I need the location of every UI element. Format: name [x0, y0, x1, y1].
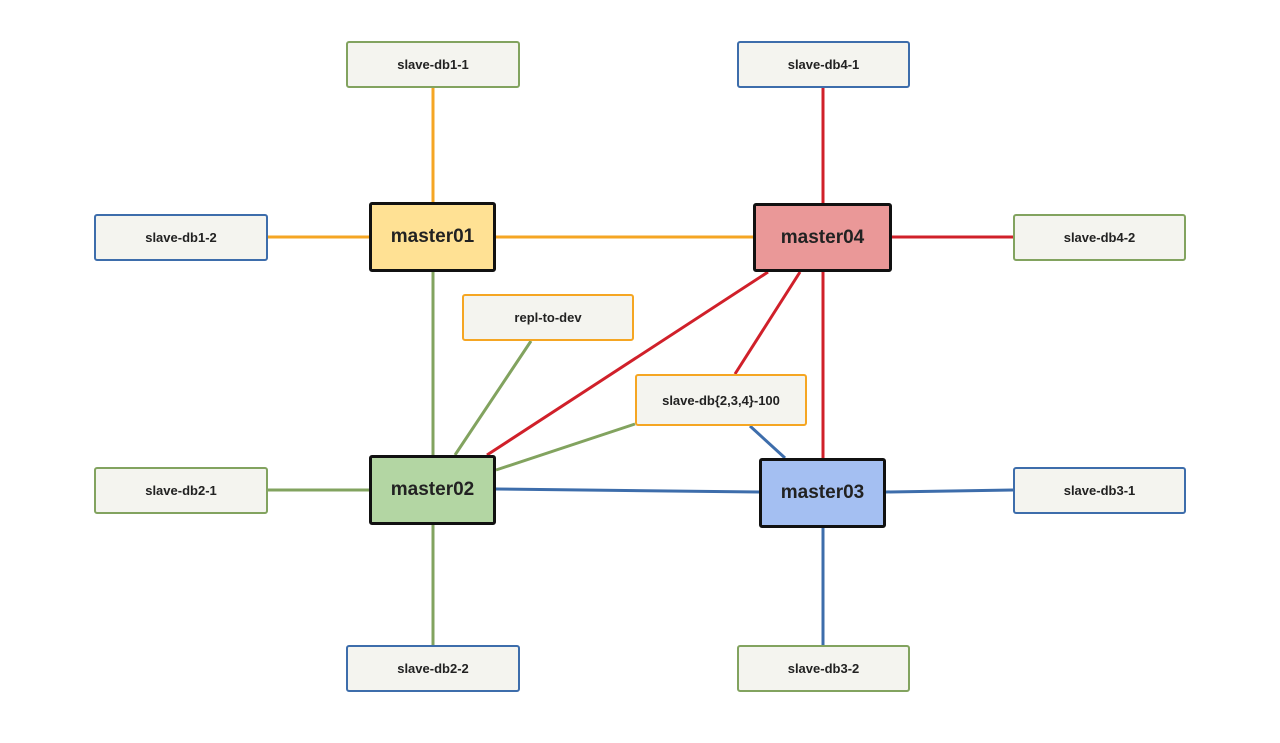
slave-db-100-label: slave-db{2,3,4}-100 — [662, 392, 780, 408]
slave-db2-2-label: slave-db2-2 — [397, 661, 469, 676]
slave-db1-1-label: slave-db1-1 — [397, 57, 469, 72]
slave-db-100-node[interactable]: slave-db{2,3,4}-100 — [635, 374, 807, 426]
slave-db2-1-node[interactable]: slave-db2-1 — [94, 467, 268, 514]
edge-master04-to-master02 — [486, 270, 769, 457]
slave-db3-1-node[interactable]: slave-db3-1 — [1013, 467, 1186, 514]
edge-master03-to-slave-db3-1 — [885, 488, 1014, 494]
edge-master04-to-slave-db-100 — [733, 271, 802, 375]
master01-node[interactable]: master01 — [369, 202, 496, 272]
master01-label: master01 — [390, 226, 475, 247]
slave-db3-2-node[interactable]: slave-db3-2 — [737, 645, 910, 692]
master02-label: master02 — [390, 479, 475, 500]
master03-node[interactable]: master03 — [759, 458, 886, 528]
master03-label: master03 — [780, 482, 865, 503]
master02-node[interactable]: master02 — [369, 455, 496, 525]
repl-to-dev-label: repl-to-dev — [514, 310, 582, 325]
slave-db2-2-node[interactable]: slave-db2-2 — [346, 645, 520, 692]
slave-db4-2-node[interactable]: slave-db4-2 — [1013, 214, 1186, 261]
slave-db3-1-label: slave-db3-1 — [1063, 483, 1136, 498]
edge-master02-to-repl-to-dev — [453, 340, 533, 456]
slave-db4-1-label: slave-db4-1 — [787, 57, 860, 72]
slave-db4-1-node[interactable]: slave-db4-1 — [737, 41, 910, 88]
master04-node[interactable]: master04 — [753, 203, 892, 272]
repl-to-dev-node[interactable]: repl-to-dev — [462, 294, 634, 341]
slave-db4-2-label: slave-db4-2 — [1063, 230, 1136, 245]
edge-master02-to-slave-db-100 — [495, 422, 636, 472]
edge-master03-to-slave-db-100 — [748, 424, 787, 460]
master04-label: master04 — [780, 226, 865, 248]
slave-db3-2-label: slave-db3-2 — [787, 661, 860, 676]
slave-db1-1-node[interactable]: slave-db1-1 — [346, 41, 520, 88]
slave-db1-2-node[interactable]: slave-db1-2 — [94, 214, 268, 261]
edge-master02-to-master03 — [495, 487, 760, 494]
slave-db1-2-label: slave-db1-2 — [145, 230, 217, 245]
slave-db2-1-label: slave-db2-1 — [145, 483, 217, 498]
edges-layer — [268, 88, 1014, 645]
